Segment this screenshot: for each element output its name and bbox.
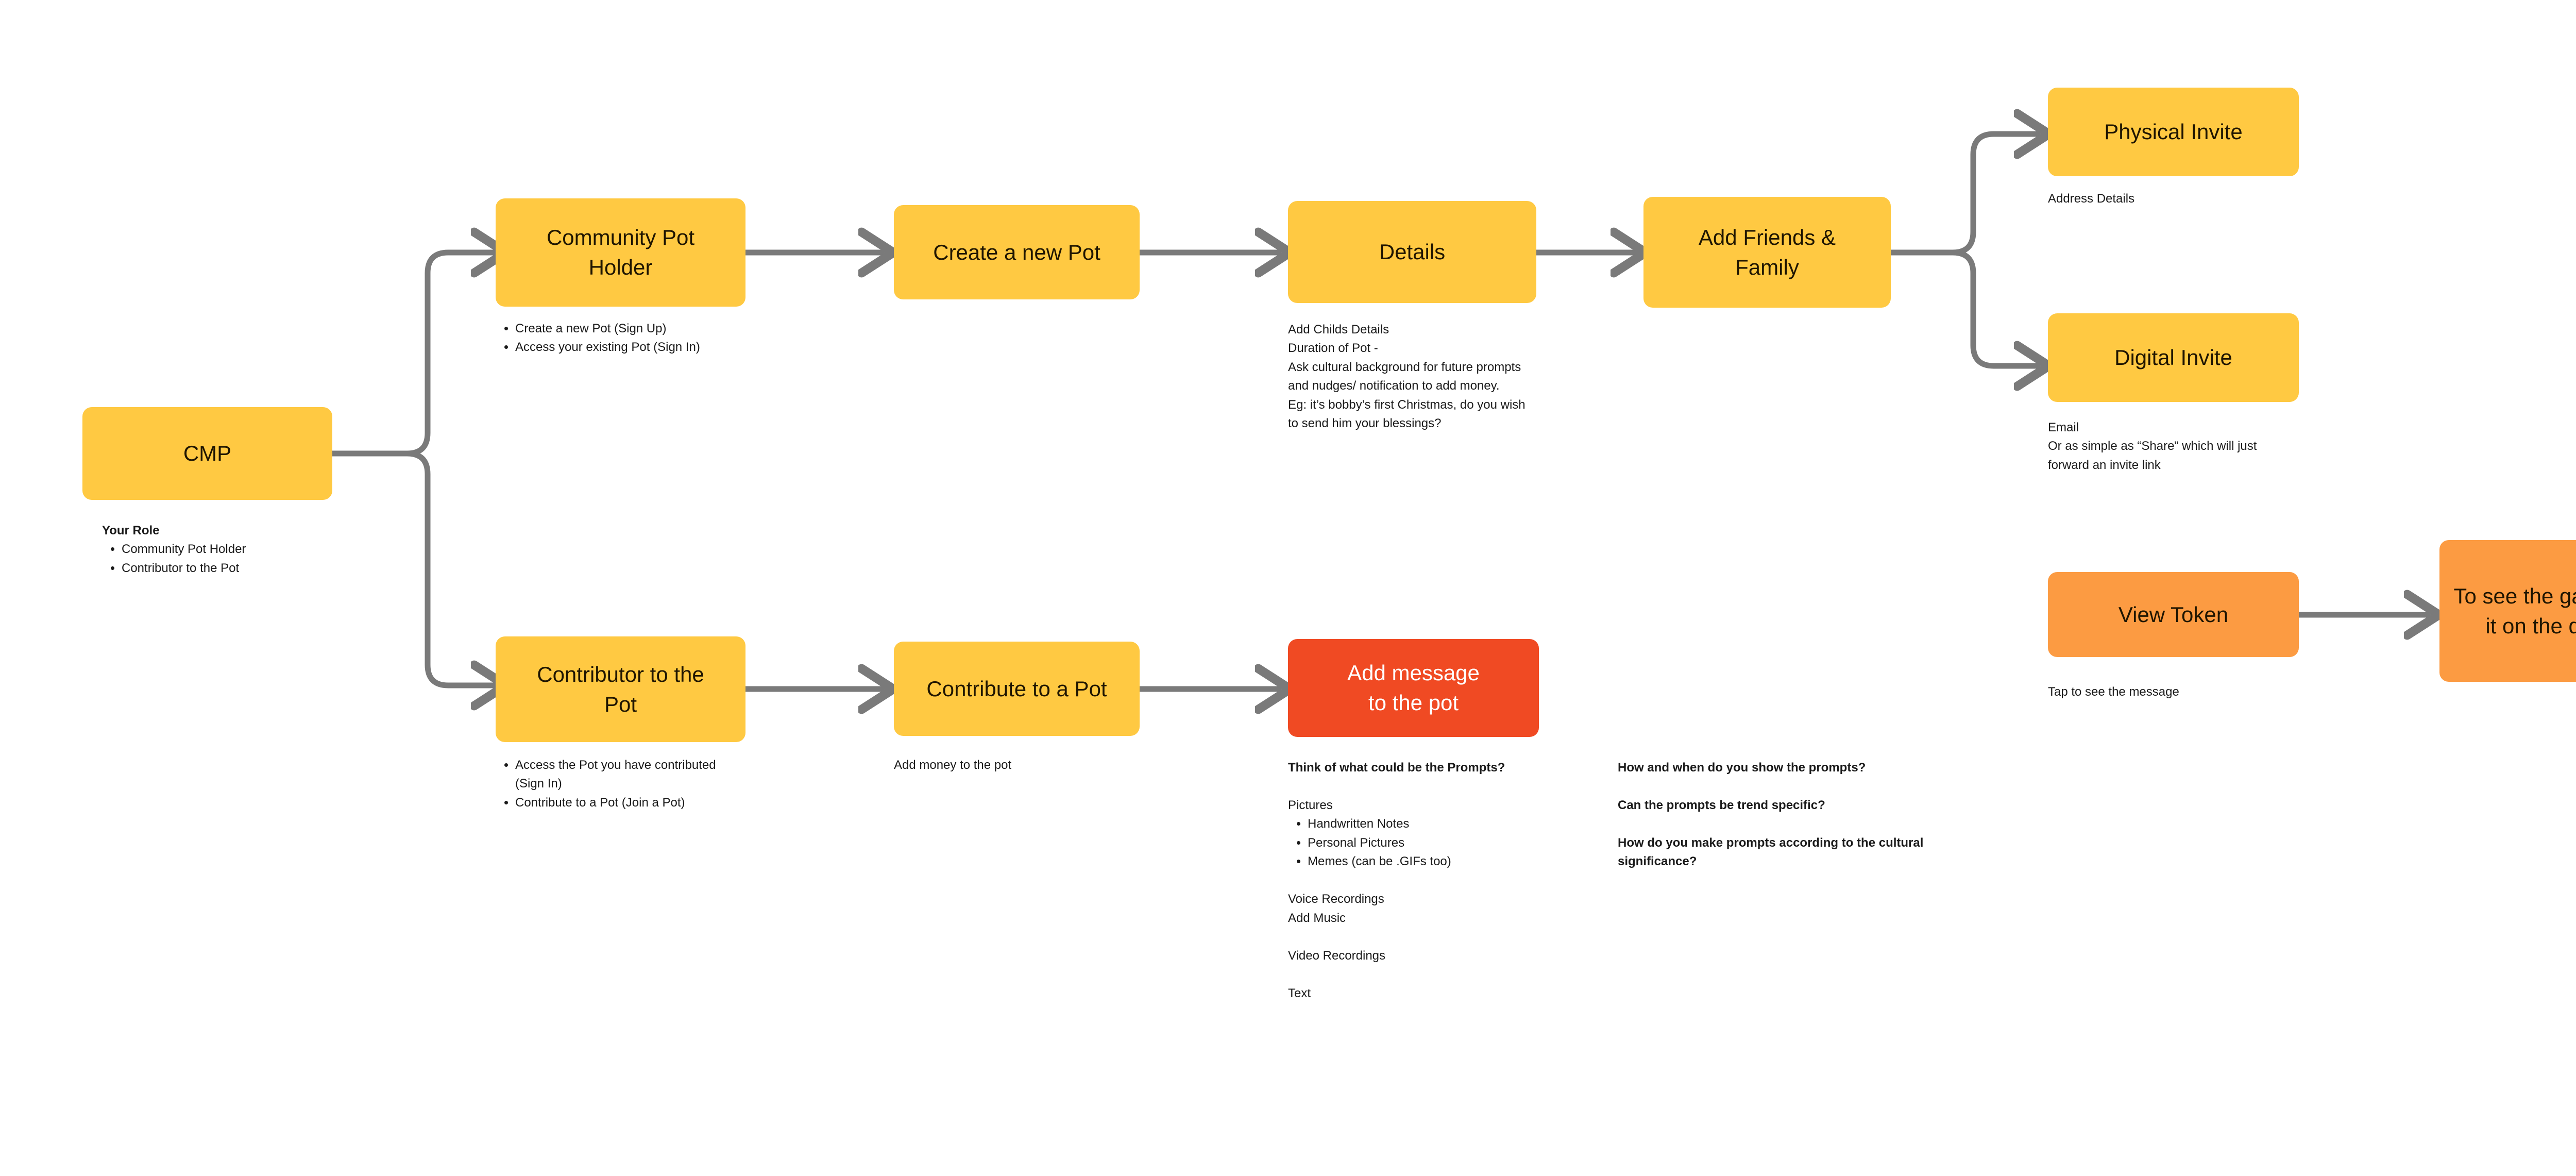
node-community-pot-holder[interactable]: Community Pot Holder	[496, 198, 745, 307]
add-music-line: Add Music	[1288, 911, 1346, 925]
caption-physical-invite: Address Details	[2048, 190, 2295, 208]
video-recordings-line: Video Recordings	[1288, 948, 1386, 963]
node-physical-invite-label: Physical Invite	[2104, 120, 2243, 144]
node-add-message-to-the-pot[interactable]: Add message to the pot	[1288, 639, 1539, 737]
list-item: Community Pot Holder	[122, 540, 370, 559]
node-details[interactable]: Details	[1288, 201, 1536, 303]
prompts-heading: Think of what could be the Prompts?	[1288, 761, 1505, 775]
caption-community-pot-holder: Create a new Pot (Sign Up) Access your e…	[496, 320, 784, 357]
list-item: Create a new Pot (Sign Up)	[515, 320, 784, 338]
spacer	[1288, 928, 1538, 946]
node-view-token-label: View Token	[2118, 602, 2229, 627]
caption-contribute-to-a-pot: Add money to the pot	[894, 756, 1136, 775]
digital-invite-line-1: Email	[2048, 421, 2079, 434]
details-line-1: Add Childs Details	[1288, 323, 1389, 337]
node-physical-invite[interactable]: Physical Invite	[2048, 88, 2299, 176]
caption-digital-invite: Email Or as simple as “Share” which will…	[2048, 418, 2290, 475]
list-item: Contributor to the Pot	[122, 559, 370, 578]
caption-details: Add Childs Details Duration of Pot - Ask…	[1288, 321, 1535, 433]
list-item: Access your existing Pot (Sign In)	[515, 338, 784, 357]
node-add-friends-family[interactable]: Add Friends & Family	[1643, 197, 1891, 308]
list-item: Memes (can be .GIFs too)	[1308, 852, 1538, 871]
node-contribute-to-a-pot[interactable]: Contribute to a Pot	[894, 642, 1140, 736]
pictures-list: Handwritten Notes Personal Pictures Meme…	[1288, 815, 1538, 871]
details-line-4: Eg: it’s bobby’s first Christmas, do you…	[1288, 397, 1526, 431]
spacer	[1618, 815, 1927, 833]
edge-add-friends-to-digital-invite	[1888, 249, 2038, 366]
node-cmp[interactable]: CMP	[82, 407, 332, 500]
spacer	[1618, 777, 1927, 796]
view-token-line-1: Tap to see the message	[2048, 685, 2179, 699]
question-2: Can the prompts be trend specific?	[1618, 798, 1825, 812]
question-1: How and when do you show the prompts?	[1618, 761, 1866, 775]
your-role-heading: Your Role	[102, 524, 160, 537]
node-contributor-to-the-pot[interactable]: Contributor to the Pot	[496, 636, 745, 742]
node-contribute-to-a-pot-label: Contribute to a Pot	[926, 676, 1107, 701]
caption-add-message-to-the-pot: Think of what could be the Prompts? Pict…	[1288, 759, 1538, 1003]
physical-invite-line-1: Address Details	[2048, 192, 2135, 206]
list-item: Contribute to a Pot (Join a Pot)	[515, 794, 743, 812]
node-add-message-to-the-pot-label: Add message to the pot	[1347, 661, 1480, 715]
community-pot-holder-list: Create a new Pot (Sign Up) Access your e…	[496, 320, 784, 357]
text-line: Text	[1288, 986, 1311, 1000]
node-add-friends-family-label: Add Friends & Family	[1698, 225, 1836, 279]
node-create-new-pot-label: Create a new Pot	[933, 240, 1100, 264]
edge-add-friends-to-physical-invite	[1888, 134, 2038, 256]
contributor-list: Access the Pot you have contributed (Sig…	[496, 756, 743, 812]
your-role-list: Community Pot Holder Contributor to the …	[102, 540, 370, 578]
edge-cmp-to-community-pot-holder	[329, 253, 495, 457]
spacer	[1288, 871, 1538, 890]
node-garden-view[interactable]: To see the garden view it on the desktop	[2439, 540, 2576, 682]
node-community-pot-holder-label: Community Pot Holder	[546, 225, 695, 279]
list-item: Personal Pictures	[1308, 834, 1538, 852]
node-digital-invite-label: Digital Invite	[2114, 345, 2232, 370]
contribute-to-a-pot-line-1: Add money to the pot	[894, 758, 1012, 772]
node-details-label: Details	[1379, 240, 1446, 264]
details-line-3: Ask cultural background for future promp…	[1288, 360, 1521, 393]
digital-invite-line-2: Or as simple as “Share” which will just …	[2048, 439, 2257, 472]
caption-your-role: Your Role Community Pot Holder Contribut…	[102, 522, 370, 578]
node-cmp-label: CMP	[183, 441, 232, 466]
node-garden-view-label: To see the garden view it on the desktop	[2453, 583, 2576, 638]
caption-contributor-to-the-pot: Access the Pot you have contributed (Sig…	[496, 756, 743, 812]
pictures-label: Pictures	[1288, 798, 1333, 812]
details-line-2: Duration of Pot -	[1288, 341, 1378, 356]
voice-recordings-line: Voice Recordings	[1288, 892, 1384, 906]
caption-prompt-questions: How and when do you show the prompts? Ca…	[1618, 759, 1927, 871]
node-contributor-to-the-pot-label: Contributor to the Pot	[537, 662, 704, 716]
spacer	[1288, 777, 1538, 796]
spacer	[1288, 965, 1538, 984]
node-create-new-pot[interactable]: Create a new Pot	[894, 205, 1140, 299]
list-item: Access the Pot you have contributed (Sig…	[515, 756, 743, 794]
node-view-token[interactable]: View Token	[2048, 572, 2299, 657]
node-digital-invite[interactable]: Digital Invite	[2048, 313, 2299, 402]
list-item: Handwritten Notes	[1308, 815, 1538, 833]
question-3: How do you make prompts according to the…	[1618, 835, 1924, 869]
caption-view-token: Tap to see the message	[2048, 683, 2295, 701]
